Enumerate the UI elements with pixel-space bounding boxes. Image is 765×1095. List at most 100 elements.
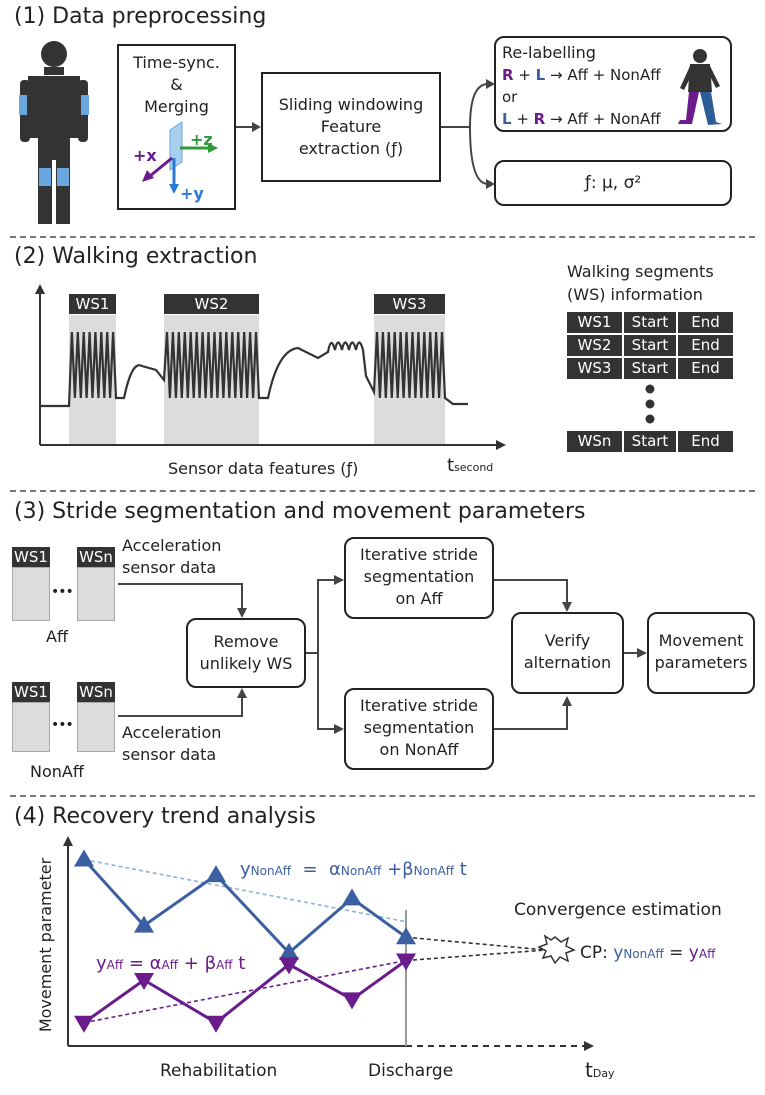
nonaff-equation: yNonAff = αNonAff +βNonAff t — [240, 860, 467, 881]
walking-person-icon — [678, 49, 722, 125]
ws-table-end: End — [678, 431, 733, 452]
relabel-line-1-b: L — [535, 66, 546, 84]
ws2-tag: WS2 — [164, 294, 259, 314]
accel-bottom-2: sensor data — [122, 745, 217, 764]
timesync-line-3: Merging — [144, 97, 209, 116]
aff-ws1-tag: WS1 — [12, 547, 50, 567]
walking-signal-plot — [35, 284, 506, 450]
remove-line-2: unlikely WS — [199, 654, 293, 673]
t-day-sub: Day — [592, 1067, 615, 1080]
relabel-line-2-rest: → Aff + NonAff — [545, 110, 661, 128]
cp-label: CP: yNonAff = yAff — [580, 943, 715, 964]
sliding-line-1: Sliding windowing — [278, 95, 424, 114]
aff-marker — [279, 957, 299, 975]
relabel-line-1-rest: → Aff + NonAff — [545, 66, 661, 84]
relabel-line-2-b: R — [533, 110, 546, 128]
stride-segmentation-aff-box: Iterative stride segmentation on Aff — [344, 537, 494, 619]
wrist-sensor-right — [81, 95, 89, 115]
relabel-line-2-plus: + — [511, 110, 534, 128]
aff-eq-y: y — [96, 953, 107, 974]
aff-marker — [134, 972, 154, 990]
aff-fit-line — [83, 959, 407, 1024]
remove-line-1: Remove — [213, 632, 279, 651]
nonaff-eq-sub1: NonAff — [250, 864, 292, 878]
accel-top-2: sensor data — [122, 558, 217, 577]
ws-table-start: Start — [624, 335, 676, 356]
ws-table-name: WS3 — [567, 358, 622, 379]
verify-alternation-box: Verify alternation — [511, 612, 624, 694]
ws-table-start: Start — [624, 358, 676, 379]
ws-table-name: WSn — [567, 431, 622, 452]
aff-ws1-block — [12, 567, 50, 621]
body-sensor-figure — [19, 41, 89, 224]
nonaff-eq-sub2: NonAff — [340, 864, 382, 878]
wrist-sensor-left — [19, 95, 27, 115]
aff-eq-sub2: Aff — [161, 958, 179, 972]
ws-table-name: WS1 — [567, 312, 622, 333]
recovery-trend-chart — [63, 836, 594, 1051]
aff-eq-alpha: = α — [128, 953, 162, 974]
nonaff-eq-y: y — [240, 859, 251, 880]
nonaff-marker — [342, 888, 362, 906]
nonaff-label: NonAff — [30, 762, 84, 781]
nonaff-eq-t: t — [459, 859, 467, 880]
t-second-sub: second — [454, 461, 494, 474]
ws-table-start: Start — [624, 431, 676, 452]
nonaff-wsn-tag: WSn — [77, 682, 115, 702]
nonaff-marker — [396, 927, 416, 945]
t-second-t: t — [447, 455, 455, 476]
relabel-line-1-a: R — [502, 66, 514, 84]
aff-extrapolation — [405, 949, 547, 962]
section-4-title: (4) Recovery trend analysis — [14, 804, 316, 829]
convergence-point-icon — [537, 934, 576, 965]
iter-aff-line-2: segmentation — [363, 567, 475, 586]
iter-nonaff-line-1: Iterative stride — [360, 696, 478, 715]
cp-sub-aff: Aff — [698, 947, 716, 961]
trend-y-label: Movement parameter — [36, 857, 55, 1033]
table-ellipsis — [645, 384, 655, 424]
signal-x-label: Sensor data features (ƒ) — [168, 459, 359, 478]
verify-line-2: alternation — [523, 653, 612, 672]
section-1-title: (1) Data preprocessing — [14, 4, 267, 29]
aff-wsn-tag: WSn — [77, 547, 115, 567]
nonaff-eq-sub3: NonAff — [413, 864, 455, 878]
verify-line-1: Verify — [544, 631, 591, 650]
aff-eq-sub3: Aff — [216, 958, 233, 972]
features-box: ƒ: μ, σ² — [494, 160, 732, 206]
sliding-line-3: extraction (ƒ) — [298, 139, 404, 158]
cp-sub-nonaff: NonAff — [623, 947, 664, 961]
nonaff-marker — [74, 849, 94, 867]
relabel-line-2: L + R → Aff + NonAff — [502, 108, 730, 130]
signal-line — [40, 331, 468, 408]
ws-table-name: WS2 — [567, 335, 622, 356]
axis-y-label: +y — [180, 184, 204, 203]
aff-equation: yAff = αAff + βAff t — [96, 954, 245, 975]
iter-aff-line-3: on Aff — [395, 589, 443, 608]
aff-marker — [206, 1015, 226, 1033]
section-3-arrows — [118, 575, 647, 734]
discharge-label: Discharge — [368, 1061, 454, 1081]
ws-info-title-2: (WS) information — [567, 285, 703, 304]
ws-table-end: End — [678, 335, 733, 356]
ws-table-start: Start — [624, 312, 676, 333]
nonaff-ws1-block — [12, 702, 50, 752]
section-3-title: (3) Stride segmentation and movement par… — [14, 499, 586, 524]
aff-marker — [342, 992, 362, 1010]
nonaff-marker — [206, 865, 226, 883]
axis-z-label: +z — [190, 130, 213, 149]
convergence-label: Convergence estimation — [514, 900, 722, 920]
relabel-line-1-plus: + — [513, 66, 536, 84]
axis-x-label: +x — [133, 146, 157, 165]
ws-table-end: End — [678, 358, 733, 379]
timesync-line-2: & — [170, 75, 183, 94]
rehabilitation-label: Rehabilitation — [160, 1061, 278, 1081]
ws3-tag: WS3 — [374, 294, 445, 314]
timesync-line-1: Time-sync. — [133, 53, 220, 72]
section-2-title: (2) Walking extraction — [14, 244, 258, 269]
divider-3 — [10, 795, 755, 797]
ankle-sensor-right — [57, 168, 69, 186]
nonaff-fit-line — [83, 858, 407, 923]
aff-marker — [74, 1015, 94, 1033]
nonaff-extrapolation — [405, 936, 547, 951]
cp-y-aff: yAff — [688, 943, 716, 963]
